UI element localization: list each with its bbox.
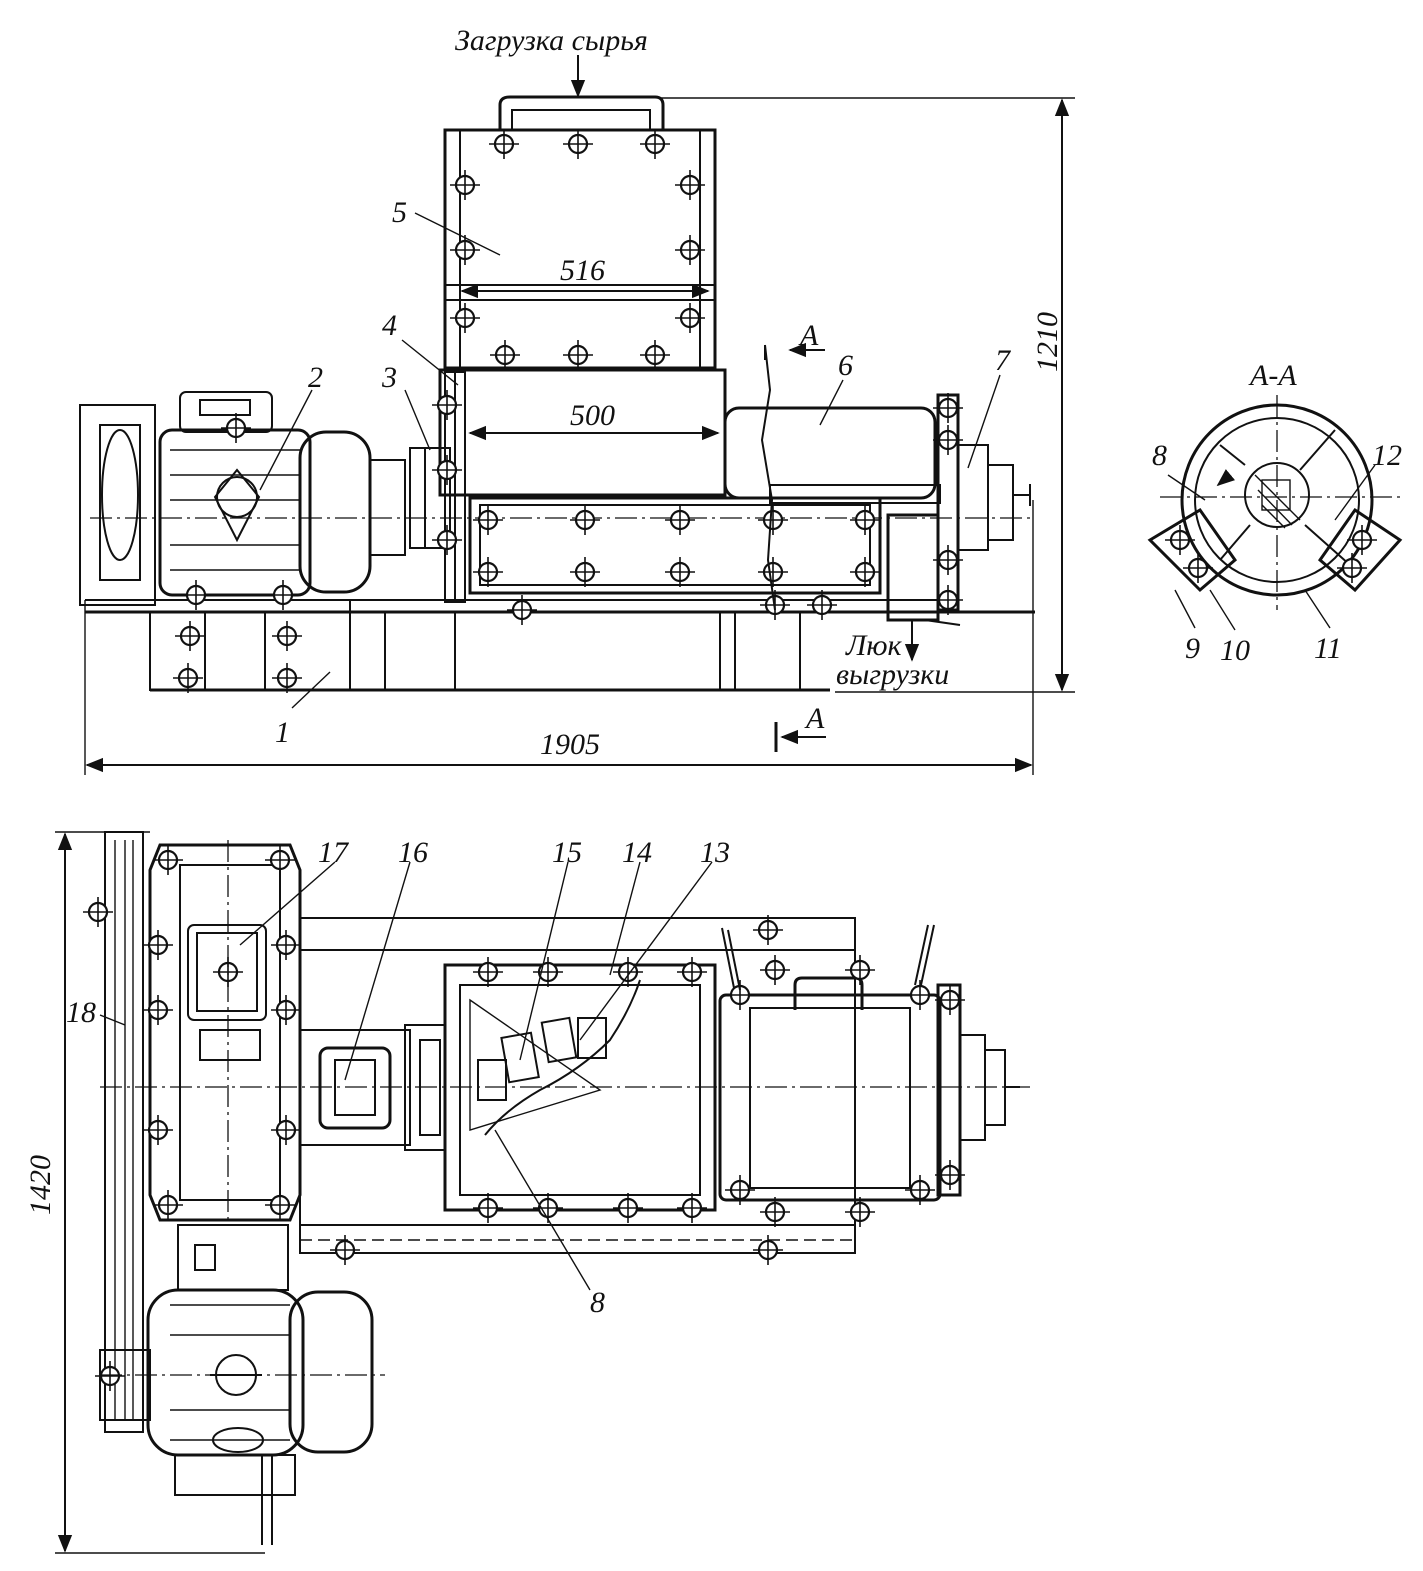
dim-trough-width: 500 — [570, 399, 615, 432]
section-part-label-12: 12 — [1372, 439, 1402, 472]
hatch-caption-line2: выгрузки — [836, 658, 949, 691]
part-label-3: 3 — [381, 361, 397, 394]
part-label-5: 5 — [392, 196, 407, 229]
dimension-lines — [84, 55, 1075, 775]
belt-guard-side — [79, 404, 156, 606]
plan-dimension — [55, 831, 265, 1554]
hatch-caption-line1: Люк — [845, 629, 902, 662]
feed-hopper — [443, 95, 717, 372]
trough-plan — [443, 955, 717, 1225]
shaft-housing — [468, 496, 882, 627]
part-label-17: 17 — [318, 836, 350, 869]
gearbox-side — [369, 447, 451, 556]
part-label-1: 1 — [275, 716, 290, 749]
part-label-7: 7 — [995, 344, 1012, 377]
part-label-13: 13 — [700, 836, 730, 869]
part-label-18: 18 — [66, 996, 96, 1029]
belt-drive-plan — [81, 831, 151, 1433]
part-label-6: 6 — [838, 349, 853, 382]
dim-plan-width: 1420 — [24, 1155, 57, 1215]
press-cylinder-plan — [718, 924, 1020, 1229]
part-label-8-plan: 8 — [590, 1286, 605, 1319]
base-frame — [85, 599, 1035, 695]
part-label-4: 4 — [382, 309, 397, 342]
part-label-15: 15 — [552, 836, 582, 869]
part-label-14: 14 — [622, 836, 652, 869]
feed-caption: Загрузка сырья — [455, 24, 648, 57]
dim-length-total: 1905 — [540, 728, 600, 761]
motor-side — [90, 391, 1030, 612]
discharge-hatch — [886, 513, 961, 662]
section-part-label-9: 9 — [1185, 632, 1200, 665]
part-label-2: 2 — [308, 361, 323, 394]
section-part-label-8: 8 — [1152, 439, 1167, 472]
mixing-trough — [430, 368, 727, 603]
side-elevation-view: Загрузка сырья Люк выгрузки А А 1210 190… — [79, 24, 1075, 775]
section-mark-bottom: А — [804, 702, 825, 735]
section-a-a-view: А-А 8 12 9 10 11 — [1147, 359, 1403, 667]
section-part-label-10: 10 — [1220, 634, 1250, 667]
section-mark-top: А — [798, 319, 819, 352]
section-part-label-11: 11 — [1314, 632, 1342, 665]
dim-height-total: 1210 — [1031, 312, 1064, 372]
leader-lines-side — [259, 212, 1001, 709]
frame-rails-plan — [299, 913, 856, 1267]
leader-lines-plan — [99, 861, 713, 1291]
motor-plan — [100, 1224, 385, 1545]
part-label-16: 16 — [398, 836, 428, 869]
dim-hopper-width: 516 — [560, 254, 605, 287]
plan-view: 1420 17 16 15 14 13 18 8 — [24, 831, 1030, 1554]
gearbox-plan — [100, 840, 1030, 1225]
section-cut-line — [760, 342, 826, 752]
section-title: А-А — [1248, 359, 1297, 392]
